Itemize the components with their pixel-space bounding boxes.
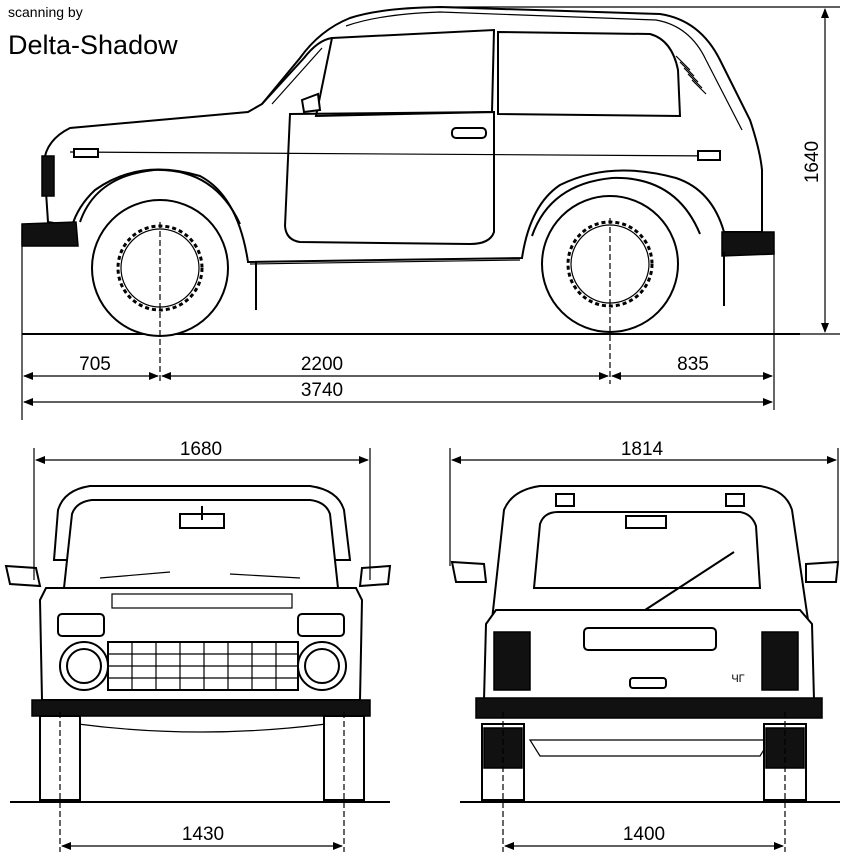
rear-left-mirror [450, 560, 488, 583]
label-front-overhang: 705 [79, 354, 111, 375]
rear-view: ЧГ 1814 1400 [449, 439, 840, 852]
rear-window [532, 511, 762, 589]
side-door-handle [451, 127, 487, 139]
label-rear-overhang: 835 [677, 354, 709, 375]
front-bumper [31, 699, 371, 717]
front-right-indicator [297, 613, 345, 637]
label-front-track: 1430 [182, 824, 224, 845]
rear-wiper [641, 551, 735, 613]
side-rear-bumper [721, 231, 775, 257]
front-right-headlight-inner [304, 648, 340, 684]
label-overall-length: 3740 [301, 380, 343, 401]
label-front-width: 1680 [180, 439, 222, 460]
side-door [283, 110, 495, 246]
front-hood-lip [111, 593, 293, 609]
front-grille-bars [108, 642, 298, 690]
rear-tailgate-handle [629, 677, 667, 689]
side-mirror [300, 92, 322, 114]
side-vents [675, 55, 707, 95]
label-rear-track: 1400 [623, 824, 665, 845]
label-rear-width: 1814 [621, 439, 664, 460]
side-view: 705 2200 835 3740 1640 [21, 5, 840, 420]
front-wipers [99, 571, 301, 579]
rear-badge: ЧГ [731, 673, 744, 685]
side-indicator [73, 148, 99, 158]
rear-bumper [475, 697, 823, 719]
front-windscreen [62, 499, 340, 589]
front-left-indicator [57, 613, 105, 637]
label-wheelbase: 2200 [301, 354, 343, 375]
rear-right-taillight [761, 631, 799, 691]
side-rear-marker [697, 150, 721, 161]
side-roof-rail [345, 11, 743, 131]
front-left-mirror [4, 564, 42, 588]
rear-roof-bracket-left [555, 493, 575, 507]
rear-roof-bracket-right [725, 493, 745, 507]
side-rear-arch [531, 176, 701, 237]
front-apron [77, 723, 327, 733]
rear-plate-recess [583, 627, 717, 651]
side-body-crease [69, 151, 721, 157]
label-height: 1640 [802, 141, 823, 183]
side-front-window [314, 28, 496, 118]
front-view: 1680 1430 [4, 439, 392, 852]
side-a-pillar [261, 37, 333, 105]
front-right-mirror [358, 564, 392, 588]
rear-right-mirror [805, 560, 840, 583]
side-front-arch [79, 168, 241, 225]
side-rocker [249, 259, 521, 265]
front-left-headlight-inner [66, 648, 102, 684]
rear-axle-housing [528, 739, 772, 757]
side-headlight [41, 155, 55, 197]
side-windscreen-edge [271, 47, 323, 105]
scanner-credit-name: Delta-Shadow [8, 30, 178, 60]
rear-left-taillight [493, 631, 531, 691]
scanner-credit-line: scanning by [8, 4, 83, 20]
rear-brake-light [625, 515, 667, 529]
side-front-bumper [21, 221, 79, 247]
side-rear-window [497, 30, 682, 118]
